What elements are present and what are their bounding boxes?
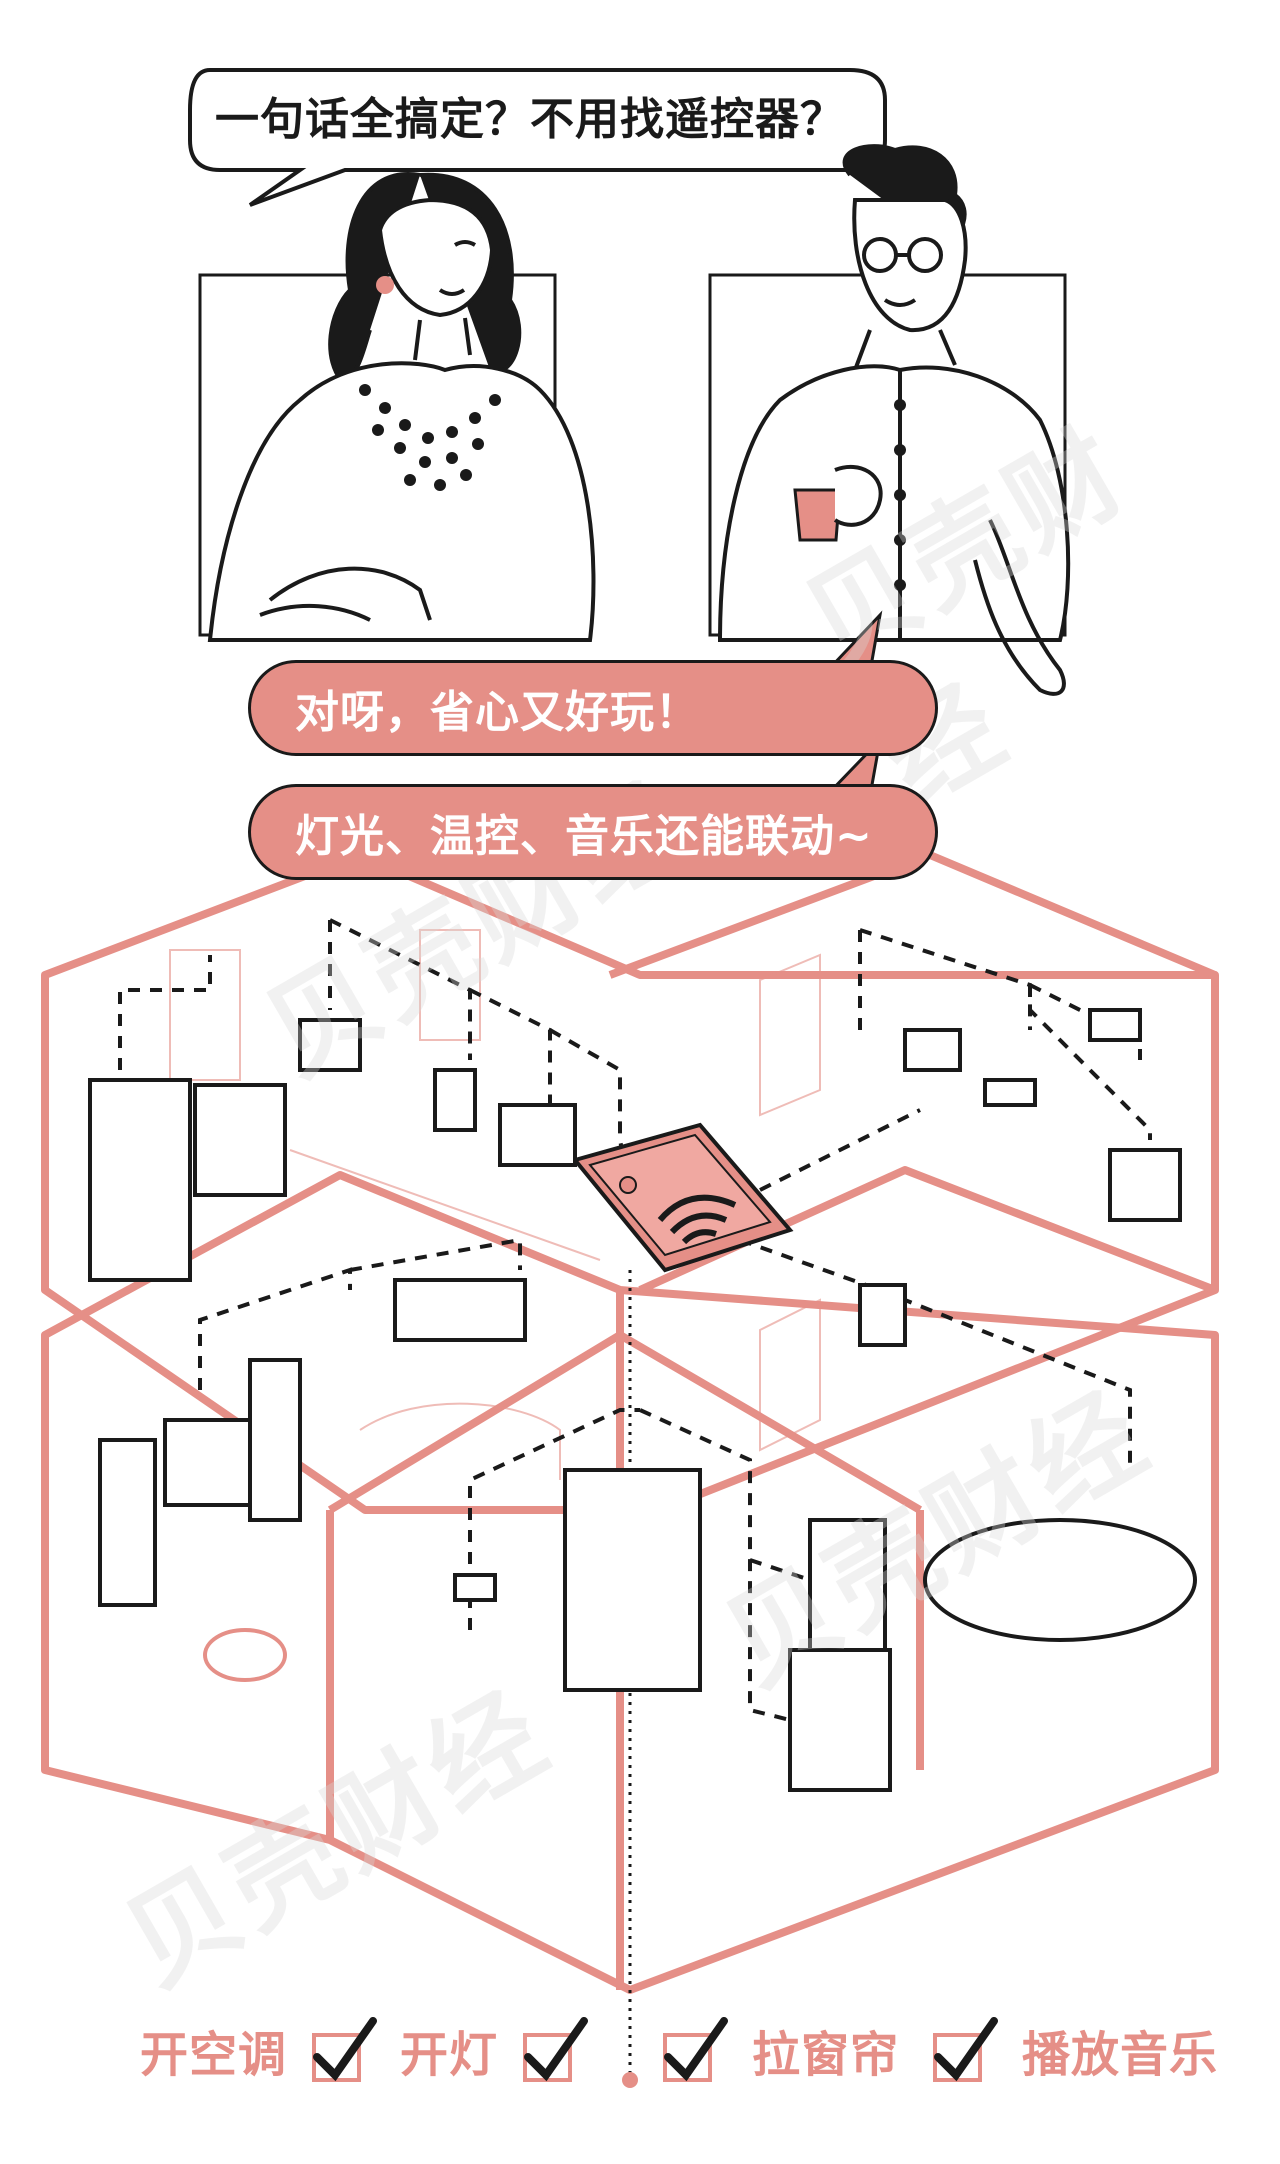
check-item-music: 播放音乐 — [930, 2000, 1218, 2100]
toaster — [298, 1018, 362, 1072]
speaker-left — [98, 1438, 157, 1607]
coffee-maker — [433, 1068, 477, 1132]
checkbox-checked-icon — [523, 2017, 589, 2082]
woman-necklace-dots — [359, 384, 501, 491]
laptop — [903, 1028, 962, 1072]
fridge — [88, 1078, 192, 1282]
network-links — [118, 918, 1152, 1722]
check-label: 开空调 — [140, 2027, 288, 2083]
check-item-curtain: 拉窗帘 — [660, 2000, 899, 2100]
checkbox-checked-icon — [933, 2017, 998, 2082]
speech-bubble-reply-2: 灯光、温控、音乐还能联动~ — [248, 784, 938, 880]
microwave — [498, 1103, 577, 1167]
woman-figure — [207, 171, 596, 642]
shower-cabin — [563, 1468, 702, 1692]
check-label: 开灯 — [400, 2027, 499, 2083]
tv — [163, 1418, 262, 1507]
center-dot — [622, 2072, 638, 2088]
thermostat — [858, 1283, 907, 1347]
red-cup — [793, 488, 842, 542]
speech-bubble-top — [188, 68, 887, 207]
projector — [1088, 1008, 1142, 1042]
shirt-buttons — [894, 399, 906, 591]
speaker-right — [248, 1358, 302, 1522]
washing-machine — [788, 1648, 892, 1792]
feature-checklist: 开空调 开灯 拉窗帘 播放音乐 — [0, 2000, 1280, 2120]
checkbox-checked-icon — [663, 2017, 728, 2082]
safe — [1108, 1148, 1182, 1222]
house-interior-lines — [169, 929, 821, 1480]
check-item-ac: 开空调 — [140, 2000, 379, 2100]
air-conditioner — [393, 1278, 527, 1342]
speech-bubble-reply-1: 对呀，省心又好玩！ — [248, 660, 938, 756]
checkbox-checked-icon — [312, 2017, 378, 2082]
man-figure — [717, 144, 1071, 696]
bathtub — [923, 1518, 1197, 1642]
smartphone-hub — [571, 1122, 794, 1273]
speech-bubble-question: 一句话全搞定？不用找遥控器？ — [215, 94, 845, 145]
check-item-light: 开灯 — [400, 2000, 590, 2100]
house-walls — [41, 851, 1219, 1994]
check-label: 拉窗帘 — [752, 2027, 900, 2083]
appliances — [88, 1008, 1197, 1792]
stove — [193, 1083, 287, 1197]
hair-dryer — [453, 1573, 497, 1602]
robot-vacuum — [203, 1628, 287, 1682]
cup-hand — [833, 464, 883, 527]
router — [983, 1078, 1037, 1107]
check-label: 播放音乐 — [1022, 2027, 1219, 2083]
